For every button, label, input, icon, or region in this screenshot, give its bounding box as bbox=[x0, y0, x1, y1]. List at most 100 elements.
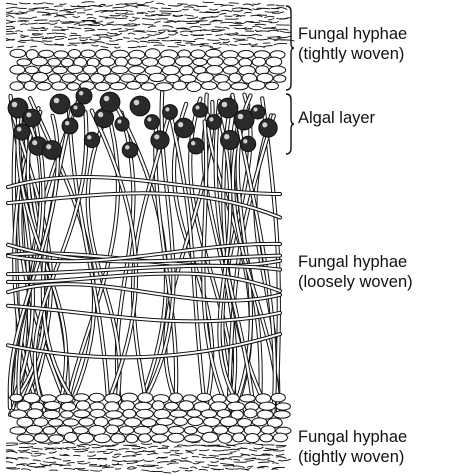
cortex-squiggle bbox=[170, 461, 176, 462]
cortex-squiggle bbox=[233, 38, 245, 39]
cortex-cell bbox=[95, 82, 110, 90]
cortex-squiggle bbox=[229, 457, 242, 458]
cortex-cell bbox=[156, 83, 173, 91]
cortex-squiggle bbox=[55, 38, 64, 39]
cortex-squiggle bbox=[60, 465, 71, 466]
cortex-squiggle bbox=[216, 35, 224, 36]
cortex-squiggle bbox=[154, 22, 160, 24]
cortex-squiggle bbox=[177, 44, 185, 45]
cortex-squiggle bbox=[265, 448, 279, 449]
cortex-squiggle bbox=[92, 446, 104, 448]
cortex-cell bbox=[10, 394, 23, 402]
cortex-squiggle bbox=[99, 37, 112, 39]
label-upper-cortex-line2: (tightly woven) bbox=[298, 44, 407, 64]
cortex-squiggle bbox=[140, 41, 150, 42]
cortex-squiggle bbox=[132, 447, 143, 449]
algal-cell-highlight bbox=[254, 108, 258, 112]
cortex-squiggle bbox=[96, 34, 107, 35]
cortex-cell bbox=[217, 410, 230, 418]
cortex-cell bbox=[142, 58, 157, 67]
cortex-squiggle bbox=[97, 30, 107, 31]
cortex-squiggle bbox=[127, 462, 138, 463]
cortex-cell bbox=[76, 401, 89, 410]
cortex-squiggle bbox=[147, 31, 157, 32]
algal-cell-highlight bbox=[243, 139, 247, 143]
cortex-squiggle bbox=[59, 11, 71, 13]
cortex-squiggle bbox=[6, 26, 15, 27]
cortex-squiggle bbox=[160, 11, 174, 12]
cortex-squiggle bbox=[54, 16, 66, 18]
cortex-squiggle bbox=[156, 467, 163, 468]
algal-cell-highlight bbox=[262, 122, 267, 127]
cortex-cell bbox=[67, 83, 80, 91]
lower-cortex-texture bbox=[6, 441, 291, 473]
algal-cell bbox=[240, 136, 255, 151]
cortex-squiggle bbox=[79, 37, 92, 38]
cortex-squiggle bbox=[162, 40, 176, 41]
cortex-squiggle bbox=[137, 4, 146, 5]
cortex-squiggle bbox=[18, 449, 30, 451]
cortex-squiggle bbox=[91, 45, 98, 46]
cortex-squiggle bbox=[30, 46, 37, 47]
algal-cell-highlight bbox=[65, 121, 69, 125]
cortex-squiggle bbox=[200, 24, 211, 25]
cortex-cell bbox=[111, 66, 128, 74]
cortex-squiggle bbox=[6, 28, 15, 29]
cortex-squiggle bbox=[112, 460, 125, 461]
cortex-squiggle bbox=[255, 24, 266, 25]
cortex-squiggle bbox=[210, 461, 219, 462]
cortex-squiggle bbox=[168, 33, 177, 35]
cortex-squiggle bbox=[82, 2, 95, 3]
cortex-squiggle bbox=[215, 27, 222, 28]
cortex-squiggle bbox=[144, 461, 154, 462]
cortex-squiggle bbox=[247, 466, 254, 467]
algal-cell bbox=[43, 141, 62, 160]
cortex-squiggle bbox=[94, 42, 105, 43]
cortex-cell bbox=[129, 66, 145, 74]
label-medulla-line1: Fungal hyphae bbox=[298, 252, 413, 272]
cortex-squiggle bbox=[17, 8, 27, 9]
cortex-squiggle bbox=[62, 442, 75, 444]
cortex-squiggle bbox=[265, 11, 279, 12]
cortex-cell bbox=[260, 434, 273, 442]
cortex-squiggle bbox=[171, 460, 182, 461]
cortex-squiggle bbox=[258, 458, 270, 460]
cortex-squiggle bbox=[32, 448, 43, 449]
label-upper-cortex: Fungal hyphae (tightly woven) bbox=[298, 24, 407, 64]
cortex-squiggle bbox=[64, 469, 75, 470]
cortex-cell bbox=[168, 433, 184, 442]
cortex-squiggle bbox=[209, 9, 218, 10]
cortex-squiggle bbox=[64, 9, 74, 10]
cortex-squiggle bbox=[239, 43, 250, 44]
cortex-squiggle bbox=[221, 5, 234, 6]
cortex-cell bbox=[68, 65, 83, 73]
cortex-squiggle bbox=[244, 467, 251, 469]
cortex-squiggle bbox=[141, 444, 152, 445]
cortex-cell bbox=[137, 409, 154, 418]
cortex-squiggle bbox=[272, 469, 278, 470]
cortex-squiggle bbox=[175, 42, 182, 43]
cortex-squiggle bbox=[235, 40, 248, 42]
cortex-cell bbox=[270, 66, 286, 74]
cortex-cell bbox=[53, 67, 67, 74]
cortex-cell bbox=[17, 59, 31, 66]
cortex-squiggle bbox=[28, 463, 36, 464]
cortex-squiggle bbox=[147, 454, 158, 455]
cortex-cell bbox=[162, 66, 179, 75]
cortex-squiggle bbox=[31, 455, 41, 457]
label-medulla-line2: (loosely woven) bbox=[298, 272, 413, 292]
algal-cell bbox=[23, 109, 41, 127]
cortex-squiggle bbox=[156, 3, 164, 4]
cortex-squiggle bbox=[82, 448, 90, 450]
algal-cell-highlight bbox=[224, 134, 229, 139]
label-lower-cortex-line2: (tightly woven) bbox=[298, 447, 407, 467]
cortex-cell bbox=[266, 57, 282, 67]
cortex-cell bbox=[271, 393, 285, 402]
cortex-squiggle bbox=[30, 37, 44, 38]
cortex-squiggle bbox=[139, 46, 147, 47]
cortex-cell bbox=[57, 394, 74, 403]
cortex-squiggle bbox=[185, 450, 197, 452]
cortex-cell bbox=[61, 402, 75, 411]
algal-cell-highlight bbox=[74, 106, 78, 110]
cortex-squiggle bbox=[257, 38, 271, 40]
